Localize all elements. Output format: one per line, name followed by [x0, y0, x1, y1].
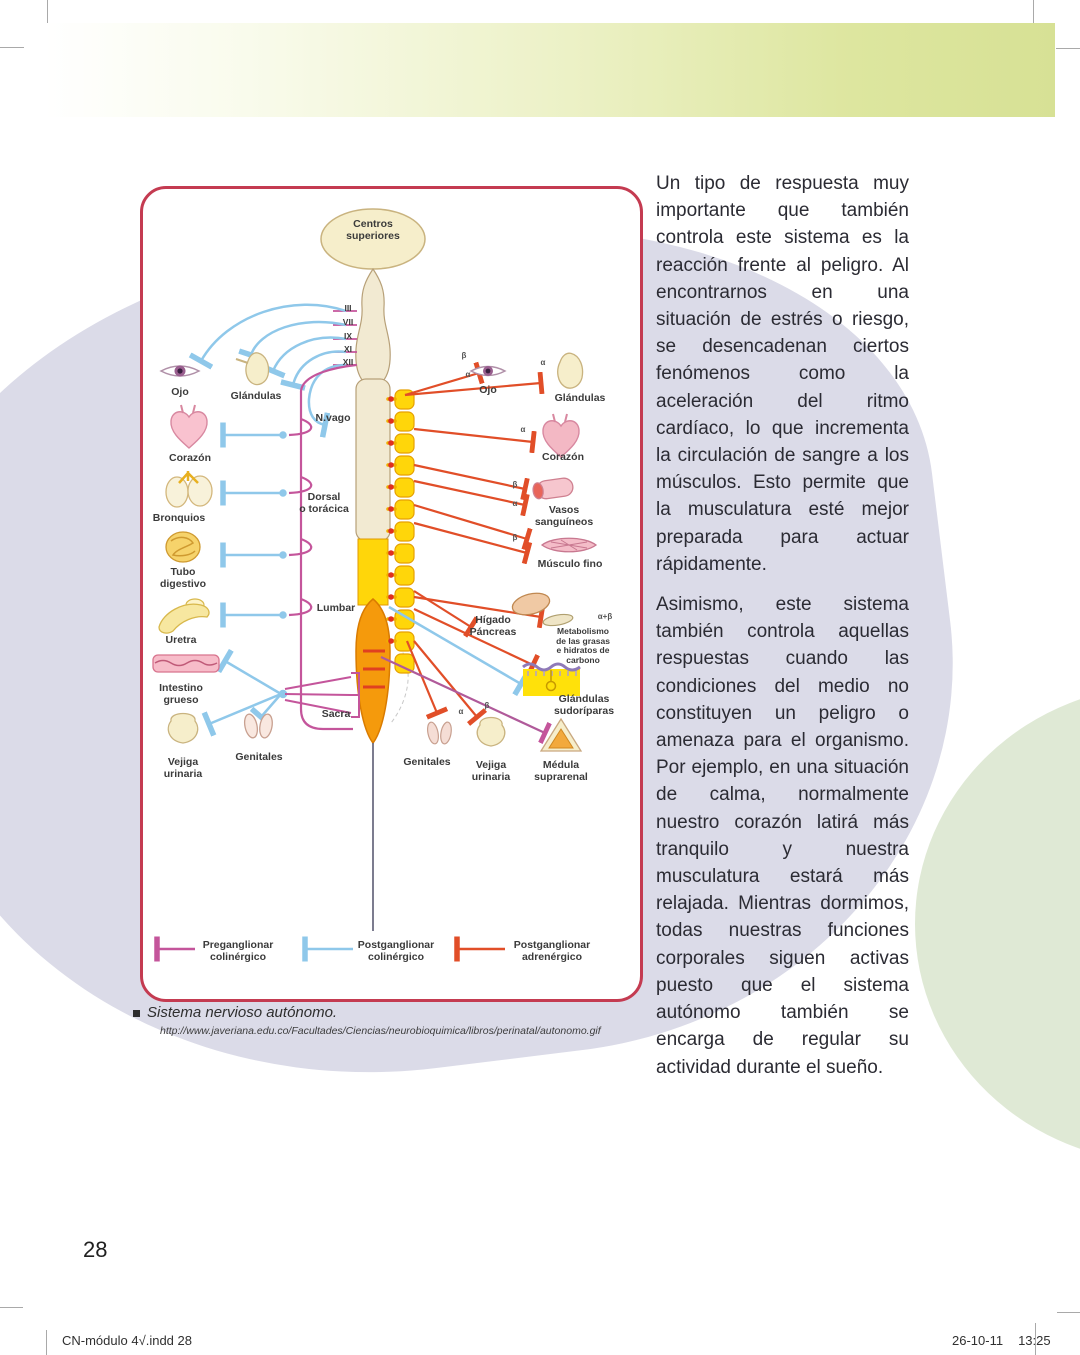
caption-bullet-icon [133, 1010, 140, 1017]
label-corazon-right: Corazón [542, 451, 584, 463]
label-nerve-ix: IX [343, 331, 353, 341]
left-organ-blue-segments [201, 422, 288, 737]
label-higado-pancreas: Hígado Páncreas [469, 614, 517, 638]
figure-autonomic-nervous-system: Centros superiores III VII IX XI XII Ojo… [140, 186, 643, 1002]
receptor-label: α [465, 370, 471, 379]
crop-mark [1033, 0, 1034, 23]
paragraph: Un tipo de respuesta muy importante que … [656, 173, 909, 575]
legend-postganglionar-colinergico: Postganglionar colinérgico [357, 939, 435, 963]
label-glandulas-right: Glándulas [554, 392, 606, 404]
caption-source-url: http://www.javeriana.edu.co/Facultades/C… [160, 1025, 601, 1037]
receptor-label: α [540, 358, 546, 367]
label-glandulas-left: Glándulas [230, 390, 282, 402]
eye-right-icon [469, 365, 507, 377]
liver-icon [511, 592, 551, 616]
glands-right-icon [557, 352, 584, 389]
glands-left-icon [235, 352, 270, 386]
adrenal-medulla-icon [539, 717, 583, 752]
label-tubo-digestivo: Tubo digestivo [159, 566, 207, 590]
label-intestino-grueso: Intestino grueso [159, 682, 203, 706]
label-genitales-left: Genitales [235, 751, 283, 763]
label-uretra: Uretra [165, 634, 197, 646]
label-vejiga-left: Vejiga urinaria [163, 756, 203, 780]
label-dorsal-toracica: Dorsal o torácica [299, 491, 349, 515]
label-sacra: Sacra [321, 708, 351, 720]
skin-sweat-glands-icon [522, 662, 581, 696]
crop-mark [1056, 48, 1080, 49]
footer-filename: CN-módulo 4√.indd 28 [62, 1333, 192, 1348]
label-musculo-fino: Músculo fino [537, 558, 603, 570]
heart-left-icon [170, 404, 208, 449]
label-nerve-vii: VII [342, 317, 354, 327]
lungs-icon [165, 471, 213, 508]
bladder-left-icon [167, 712, 199, 744]
header-gradient-band [45, 23, 1055, 117]
footer-time: 13:25 [1018, 1333, 1051, 1348]
label-vasos-sanguineos: Vasos sanguíneos [534, 504, 594, 528]
autonomic-diagram-artwork [152, 208, 598, 962]
pink-line-to-adrenal [380, 656, 552, 744]
label-lumbar: Lumbar [316, 602, 356, 614]
label-metabolismo: Metabolismo de las grasas e hidratos de … [556, 626, 610, 665]
label-medula-suprarenal: Médula suprarenal [534, 759, 588, 783]
sympathetic-chain [386, 389, 415, 674]
crop-mark [1057, 1312, 1080, 1313]
article-text-column: Un tipo de respuesta muy importante que … [656, 170, 909, 1094]
label-glandulas-sudoriparas: Glándulas sudoríparas [553, 693, 615, 717]
genitals-right-icon [427, 721, 452, 745]
cranial-parasympathetic-arcs [188, 303, 347, 438]
label-bronquios: Bronquios [152, 512, 206, 524]
footer-datetime: 26-10-11 13:25 [952, 1333, 1051, 1348]
crop-mark [47, 0, 48, 23]
receptor-label: β [512, 480, 518, 489]
brainstem-spinal-cord [355, 267, 409, 931]
pancreas-icon [542, 613, 574, 627]
sacral-pink-bundle [284, 672, 360, 718]
blue-line-to-sweat-glands [388, 605, 530, 697]
receptor-label: β [484, 701, 490, 710]
smooth-muscle-icon [540, 537, 598, 553]
label-nerve-xi: XI [343, 344, 353, 354]
crop-mark [0, 47, 24, 48]
label-centros-superiores: Centros superiores [346, 218, 400, 242]
receptor-label: α [520, 425, 526, 434]
large-intestine-icon [152, 654, 220, 673]
paragraph: Asimismo, este sistema también controla … [656, 594, 909, 1078]
receptor-label: α [512, 499, 518, 508]
label-ojo-right: Ojo [479, 384, 497, 396]
receptor-label: α [458, 707, 464, 716]
receptor-label: β [461, 351, 467, 360]
crop-mark [46, 1330, 47, 1355]
receptor-label: β [512, 533, 518, 542]
label-genitales-right: Genitales [403, 756, 451, 768]
receptor-label: α+β [597, 612, 613, 621]
blood-vessel-icon [532, 477, 574, 500]
figure-caption: Sistema nervioso autónomo. http://www.ja… [133, 1004, 673, 1037]
label-vejiga-right: Vejiga urinaria [471, 759, 511, 783]
label-ojo-left: Ojo [171, 386, 189, 398]
label-nerve-xii: XII [342, 357, 354, 367]
footer-date: 26-10-11 [952, 1333, 1004, 1348]
crop-mark [0, 1307, 23, 1308]
page-number: 28 [83, 1237, 108, 1262]
crop-mark [1035, 1323, 1036, 1355]
genitals-left-icon [243, 713, 273, 739]
heart-right-icon [542, 413, 580, 458]
label-nerve-iii: III [344, 303, 352, 313]
bladder-right-icon [476, 716, 506, 747]
legend-postganglionar-adrenergico: Postganglionar adrenérgico [513, 939, 591, 963]
label-n-vago: N.vago [315, 412, 351, 424]
vagus-nerve-line [288, 363, 357, 731]
eye-left-icon [159, 365, 201, 377]
label-corazon-left: Corazón [169, 452, 211, 464]
digestive-tract-icon [165, 531, 201, 563]
urethra-icon [158, 598, 210, 634]
legend-preganglionar-colinergico: Preganglionar colinérgico [202, 939, 274, 963]
caption-text: Sistema nervioso autónomo. [147, 1004, 338, 1021]
